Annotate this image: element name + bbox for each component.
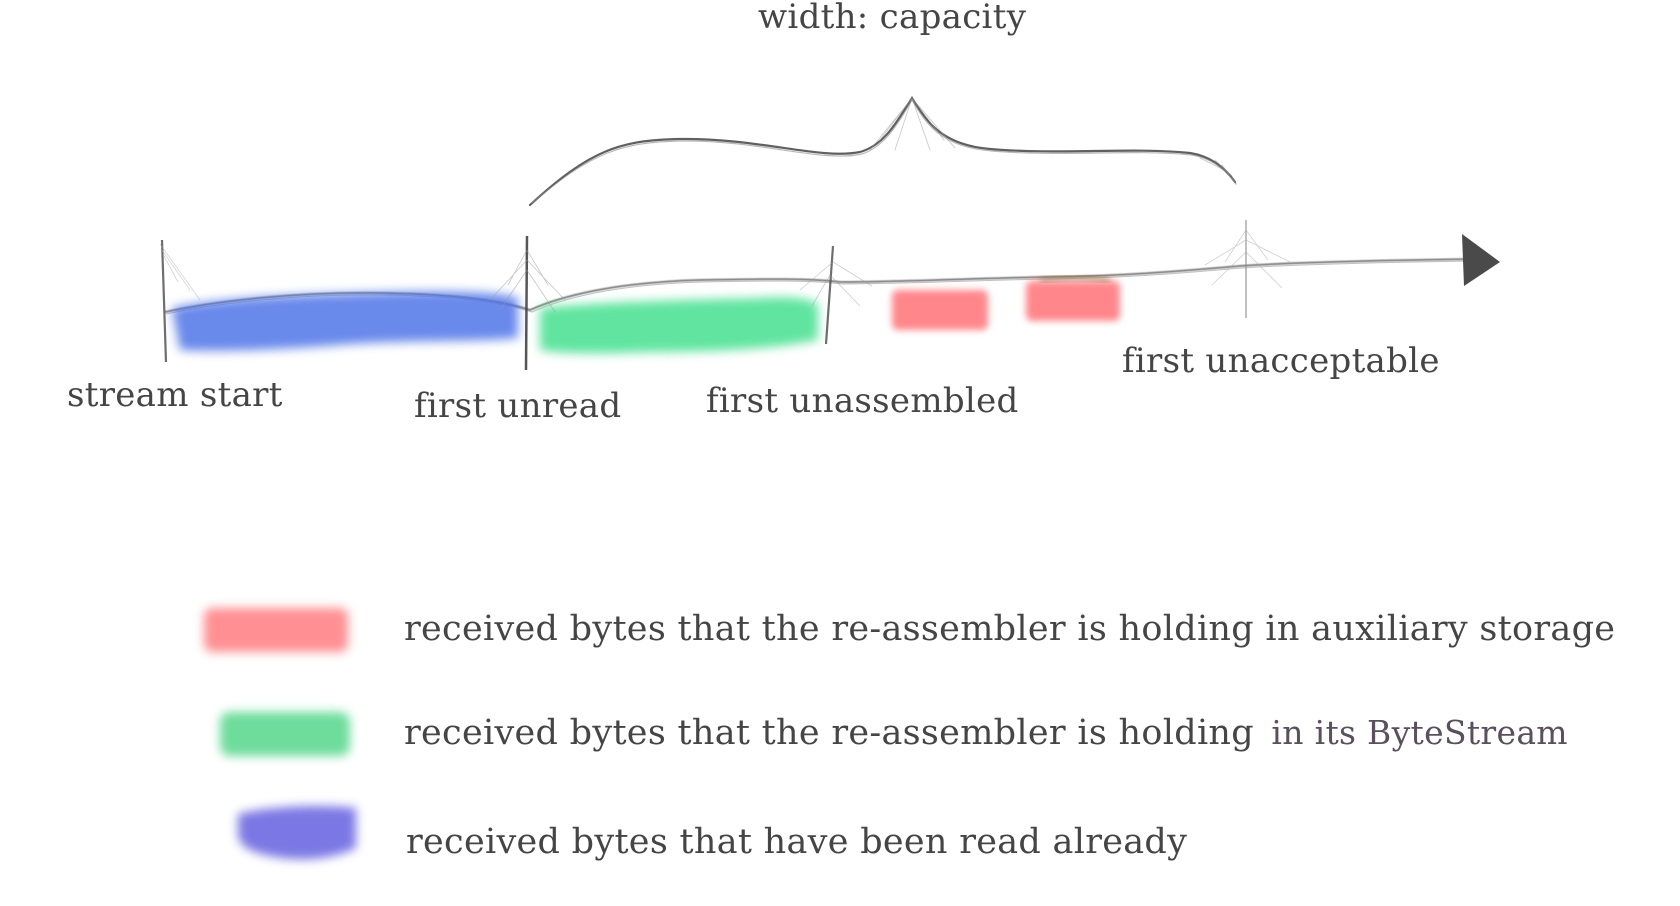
read-bytes-region (172, 291, 518, 351)
label-stream-start: stream start (67, 375, 283, 415)
tick-first-unread (489, 235, 566, 371)
legend-swatch-read (238, 806, 356, 860)
tick-first-unacceptable (1204, 220, 1291, 318)
legend-text-read: received bytes that have been read alrea… (406, 822, 1188, 862)
capacity-label: width: capacity (758, 0, 1027, 37)
auxiliary-bytes-region-2 (1026, 281, 1120, 321)
capacity-brace (528, 95, 1237, 207)
legend-swatch-auxiliary (204, 608, 348, 652)
label-first-unread: first unread (414, 386, 622, 426)
tick-first-unassembled (799, 245, 873, 345)
bytestream-bytes-region (540, 297, 818, 354)
marker-ticks (159, 220, 1291, 371)
label-first-unacceptable: first unacceptable (1122, 341, 1440, 381)
legend-text-bytestream: received bytes that the re-assembler is … (404, 716, 1568, 751)
arrow-head-icon (1462, 234, 1500, 286)
byte-regions (172, 274, 1120, 354)
legend-swatch-bytestream (220, 712, 350, 756)
auxiliary-region-top-shade (1039, 274, 1111, 284)
tick-stream-start (159, 239, 201, 363)
legend-text-bytestream-main: received bytes that the re-assembler is … (404, 713, 1254, 753)
label-first-unassembled: first unassembled (706, 381, 1019, 421)
auxiliary-bytes-region-1 (892, 290, 988, 330)
legend-text-auxiliary: received bytes that the re-assembler is … (404, 609, 1616, 649)
legend-text-bytestream-tail: in its ByteStream (1271, 713, 1568, 752)
